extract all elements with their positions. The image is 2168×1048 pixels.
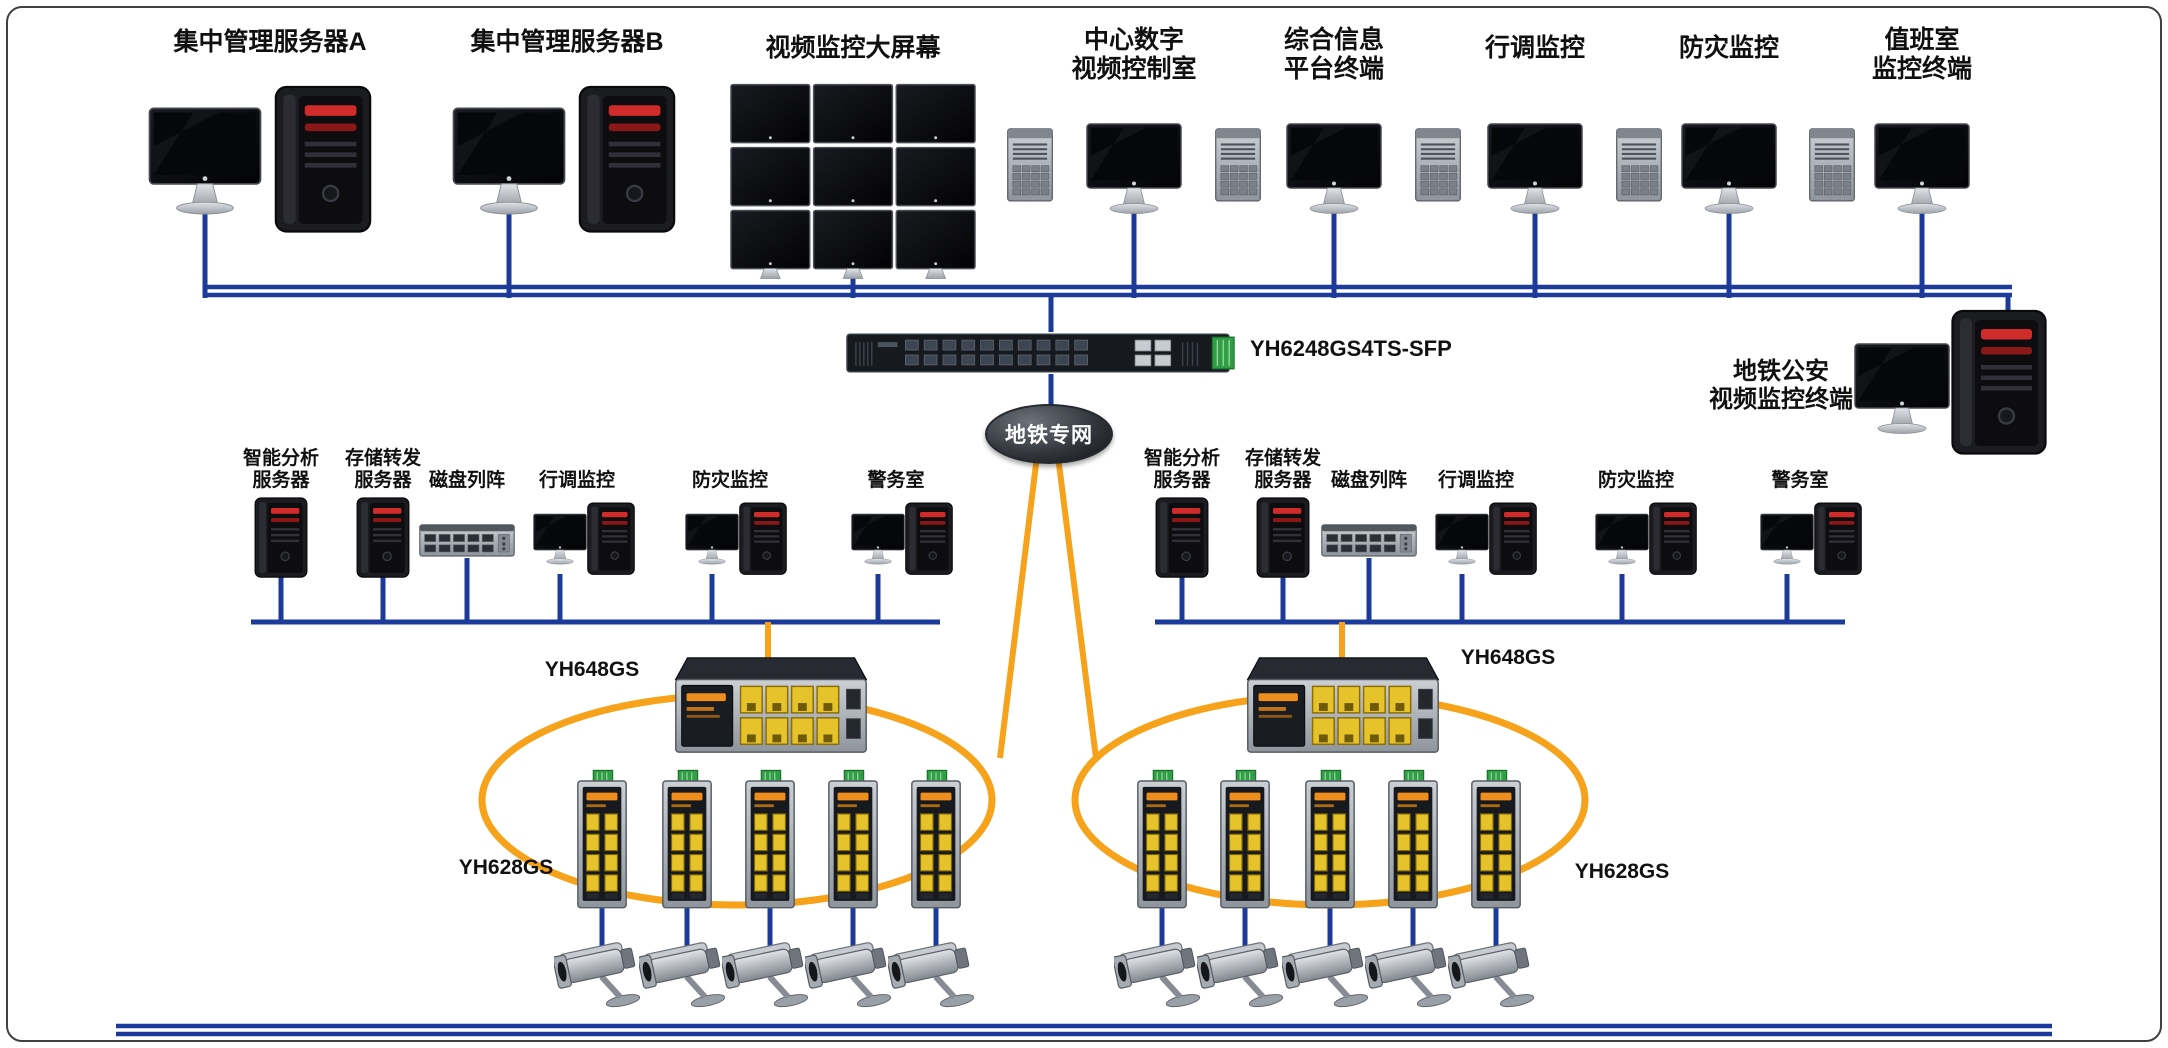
label-police-office-l: 警务室 bbox=[867, 470, 925, 491]
label-dispatch-mon-l: 行调监控 bbox=[538, 470, 616, 491]
imac-monitor-icon bbox=[851, 513, 905, 565]
server-tower-icon bbox=[1489, 502, 1537, 575]
cctv-camera-icon bbox=[554, 936, 650, 1016]
din-switch-icon bbox=[1471, 769, 1521, 909]
din-switch-icon bbox=[1305, 769, 1355, 909]
mini-server-icon bbox=[1615, 128, 1663, 202]
cctv-camera-icon bbox=[1197, 936, 1293, 1016]
din-switch-icon bbox=[745, 769, 795, 909]
industrial-switch-icon bbox=[1247, 657, 1439, 753]
label-video-wall: 视频监控大屏幕 bbox=[765, 34, 941, 62]
label-dispatch-mon-r: 行调监控 bbox=[1437, 470, 1515, 491]
cctv-camera-icon bbox=[805, 936, 901, 1016]
mini-server-icon bbox=[1414, 128, 1462, 202]
imac-monitor-icon bbox=[533, 513, 587, 565]
label-forward-server-r: 存储转发 服务器 bbox=[1244, 448, 1322, 492]
cctv-camera-icon bbox=[639, 936, 735, 1016]
server-tower-icon bbox=[356, 497, 410, 578]
mini-server-icon bbox=[1006, 128, 1054, 202]
label-disaster-mon-l: 防灾监控 bbox=[691, 470, 769, 491]
core-switch-label: YH6248GS4TS-SFP bbox=[1250, 336, 1452, 361]
access-switch-label-right: YH628GS bbox=[1574, 860, 1670, 883]
server-tower-icon bbox=[1814, 502, 1862, 575]
label-police-office-r: 警务室 bbox=[1771, 470, 1829, 491]
label-police-terminal: 地铁公安 视频监控终端 bbox=[1709, 358, 1853, 413]
disk-array-icon bbox=[1321, 524, 1417, 557]
mini-server-icon bbox=[1808, 128, 1856, 202]
label-info-platform: 综合信息 平台终端 bbox=[1283, 26, 1385, 83]
label-analysis-server-l: 智能分析 服务器 bbox=[242, 448, 320, 492]
server-tower-icon bbox=[587, 502, 635, 575]
access-switch-label-left: YH628GS bbox=[458, 856, 554, 879]
din-switch-icon bbox=[577, 769, 627, 909]
top-bus-lines bbox=[116, 284, 2052, 1037]
imac-monitor-icon bbox=[1086, 123, 1182, 215]
imac-monitor-icon bbox=[1681, 123, 1777, 215]
server-tower-icon bbox=[739, 502, 787, 575]
din-switch-icon bbox=[1220, 769, 1270, 909]
server-tower-icon bbox=[578, 85, 676, 233]
metro-network-oval: 地铁专网 bbox=[985, 404, 1113, 464]
din-switch-icon bbox=[911, 769, 961, 909]
cctv-camera-icon bbox=[722, 936, 818, 1016]
server-tower-icon bbox=[274, 85, 372, 233]
cctv-camera-icon bbox=[1365, 936, 1461, 1016]
din-switch-icon bbox=[828, 769, 878, 909]
industrial-switch-icon bbox=[675, 657, 867, 753]
imac-monitor-icon bbox=[1487, 123, 1583, 215]
imac-monitor-icon bbox=[148, 107, 262, 215]
label-forward-server-l: 存储转发 服务器 bbox=[344, 448, 422, 492]
agg-switch-label-right: YH648GS bbox=[1460, 646, 1556, 669]
cctv-camera-icon bbox=[888, 936, 984, 1016]
mini-server-icon bbox=[1214, 128, 1262, 202]
label-dispatch-mon: 行调监控 bbox=[1484, 34, 1586, 62]
diagram-frame bbox=[6, 6, 2162, 1042]
blue-drop-lines bbox=[202, 200, 2011, 960]
server-tower-icon bbox=[1951, 309, 2047, 455]
video-wall-icon bbox=[730, 83, 976, 280]
label-disk-array-r: 磁盘列阵 bbox=[1330, 470, 1408, 491]
server-tower-icon bbox=[1155, 497, 1209, 578]
din-switch-icon bbox=[662, 769, 712, 909]
cctv-camera-icon bbox=[1282, 936, 1378, 1016]
cctv-camera-icon bbox=[1114, 936, 1210, 1016]
agg-switch-label-left: YH648GS bbox=[544, 658, 640, 681]
server-tower-icon bbox=[254, 497, 308, 578]
din-switch-icon bbox=[1388, 769, 1438, 909]
server-tower-icon bbox=[905, 502, 953, 575]
label-mgmt-server-b: 集中管理服务器B bbox=[470, 28, 664, 56]
server-tower-icon bbox=[1649, 502, 1697, 575]
imac-monitor-icon bbox=[1595, 513, 1649, 565]
imac-monitor-icon bbox=[685, 513, 739, 565]
imac-monitor-icon bbox=[1874, 123, 1970, 215]
label-control-room: 中心数字 视频控制室 bbox=[1071, 26, 1197, 83]
cctv-camera-icon bbox=[1448, 936, 1544, 1016]
imac-monitor-icon bbox=[1854, 343, 1950, 435]
label-duty-room: 值班室 监控终端 bbox=[1871, 26, 1973, 83]
imac-monitor-icon bbox=[452, 107, 566, 215]
disk-array-icon bbox=[419, 524, 515, 557]
imac-monitor-icon bbox=[1286, 123, 1382, 215]
core-switch-icon bbox=[846, 333, 1235, 373]
imac-monitor-icon bbox=[1435, 513, 1489, 565]
server-tower-icon bbox=[1256, 497, 1310, 578]
label-mgmt-server-a: 集中管理服务器A bbox=[173, 28, 367, 56]
label-disaster-mon-r: 防灾监控 bbox=[1597, 470, 1675, 491]
din-switch-icon bbox=[1137, 769, 1187, 909]
label-disk-array-l: 磁盘列阵 bbox=[428, 470, 506, 491]
imac-monitor-icon bbox=[1760, 513, 1814, 565]
label-analysis-server-r: 智能分析 服务器 bbox=[1143, 448, 1221, 492]
label-disaster-mon: 防灾监控 bbox=[1678, 34, 1780, 62]
